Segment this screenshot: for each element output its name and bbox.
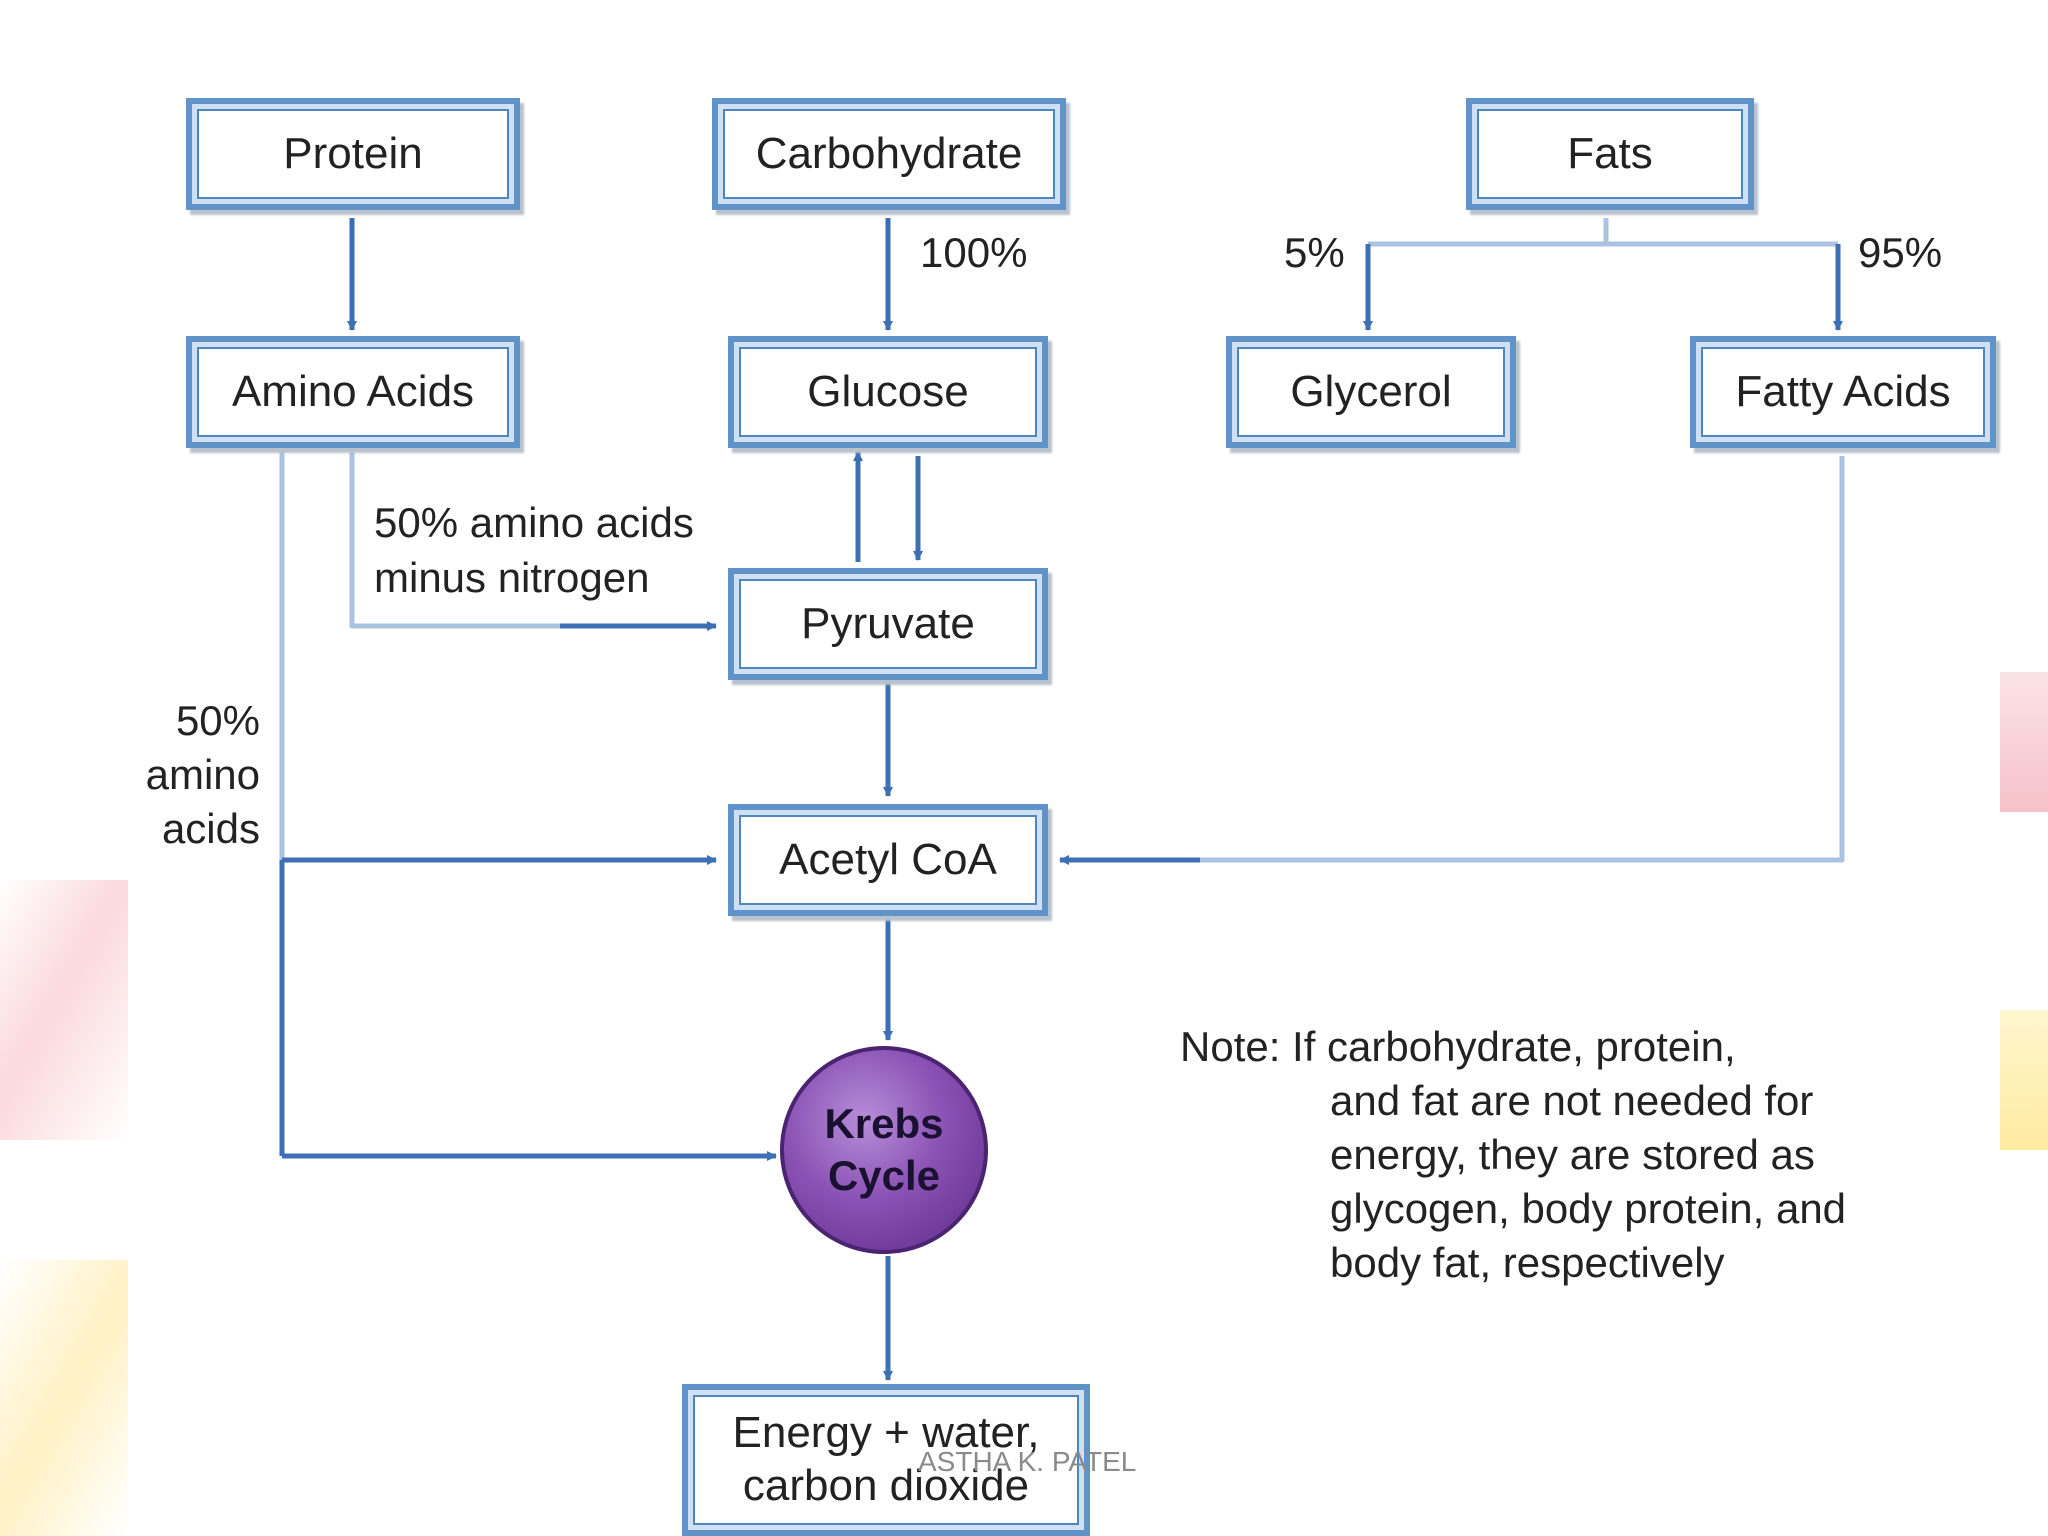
node-carbohydrate-label: Carbohydrate	[723, 109, 1055, 199]
label-amino-direct-line-1: 50%	[175, 697, 260, 744]
note-text: Note: If carbohydrate, protein, and fat …	[1180, 1020, 1930, 1290]
node-fatty-acids-label: Fatty Acids	[1701, 347, 1985, 437]
label-carb-pct: 100%	[920, 229, 1028, 276]
node-glucose: Glucose	[728, 336, 1048, 448]
background-stripe	[2000, 672, 2048, 812]
node-carbohydrate: Carbohydrate	[712, 98, 1066, 210]
node-acetyl-coa: Acetyl CoA	[728, 804, 1048, 916]
note-line-1: Note: If carbohydrate, protein,	[1180, 1023, 1736, 1070]
label-glycerol-pct: 5%	[1284, 229, 1345, 276]
background-stripe	[2000, 1010, 2048, 1150]
note-line-4: glycogen, body protein, and	[1330, 1185, 1847, 1232]
node-glucose-label: Glucose	[739, 347, 1037, 437]
label-amino-direct-line-3: acids	[161, 805, 260, 852]
node-fats: Fats	[1466, 98, 1754, 210]
note-line-3: energy, they are stored as	[1330, 1131, 1815, 1178]
node-protein: Protein	[186, 98, 520, 210]
label-fatty-pct: 95%	[1858, 229, 1943, 276]
node-glycerol: Glycerol	[1226, 336, 1516, 448]
node-glycerol-label: Glycerol	[1237, 347, 1505, 437]
energy-line-1: Energy + water,	[732, 1408, 1040, 1457]
label-amino-direct-line-2: amino	[145, 751, 260, 798]
label-amino-direct: 50% amino acids	[110, 694, 260, 856]
label-amino-nitrogen-line-2: minus nitrogen	[374, 553, 650, 601]
node-protein-label: Protein	[197, 109, 509, 199]
background-stripe	[0, 1260, 128, 1536]
background-stripe	[0, 880, 128, 1140]
node-krebs-cycle: Krebs Cycle	[780, 1046, 988, 1254]
note-line-2: and fat are not needed for	[1330, 1077, 1814, 1124]
label-amino-nitrogen-line-1: 50% amino acids	[374, 499, 694, 546]
energy-line-2: carbon dioxide	[742, 1460, 1030, 1510]
node-amino-acids-label: Amino Acids	[197, 347, 509, 437]
node-fats-label: Fats	[1477, 109, 1743, 199]
watermark: ASTHA K. PATEL	[918, 1446, 1137, 1477]
node-fatty-acids: Fatty Acids	[1690, 336, 1996, 448]
krebs-line-1: Krebs	[824, 1099, 944, 1147]
node-pyruvate-label: Pyruvate	[739, 579, 1037, 669]
line-fatty-acetyl	[1200, 456, 1845, 863]
node-acetyl-coa-label: Acetyl CoA	[739, 815, 1037, 905]
node-energy-label: Energy + water, carbon dioxide	[693, 1395, 1079, 1525]
krebs-line-2: Cycle	[827, 1152, 941, 1199]
label-amino-nitrogen: 50% amino acids minus nitrogen	[374, 496, 694, 605]
note-line-5: body fat, respectively	[1330, 1239, 1725, 1286]
node-energy: Energy + water, carbon dioxide	[682, 1384, 1090, 1536]
node-amino-acids: Amino Acids	[186, 336, 520, 448]
node-pyruvate: Pyruvate	[728, 568, 1048, 680]
